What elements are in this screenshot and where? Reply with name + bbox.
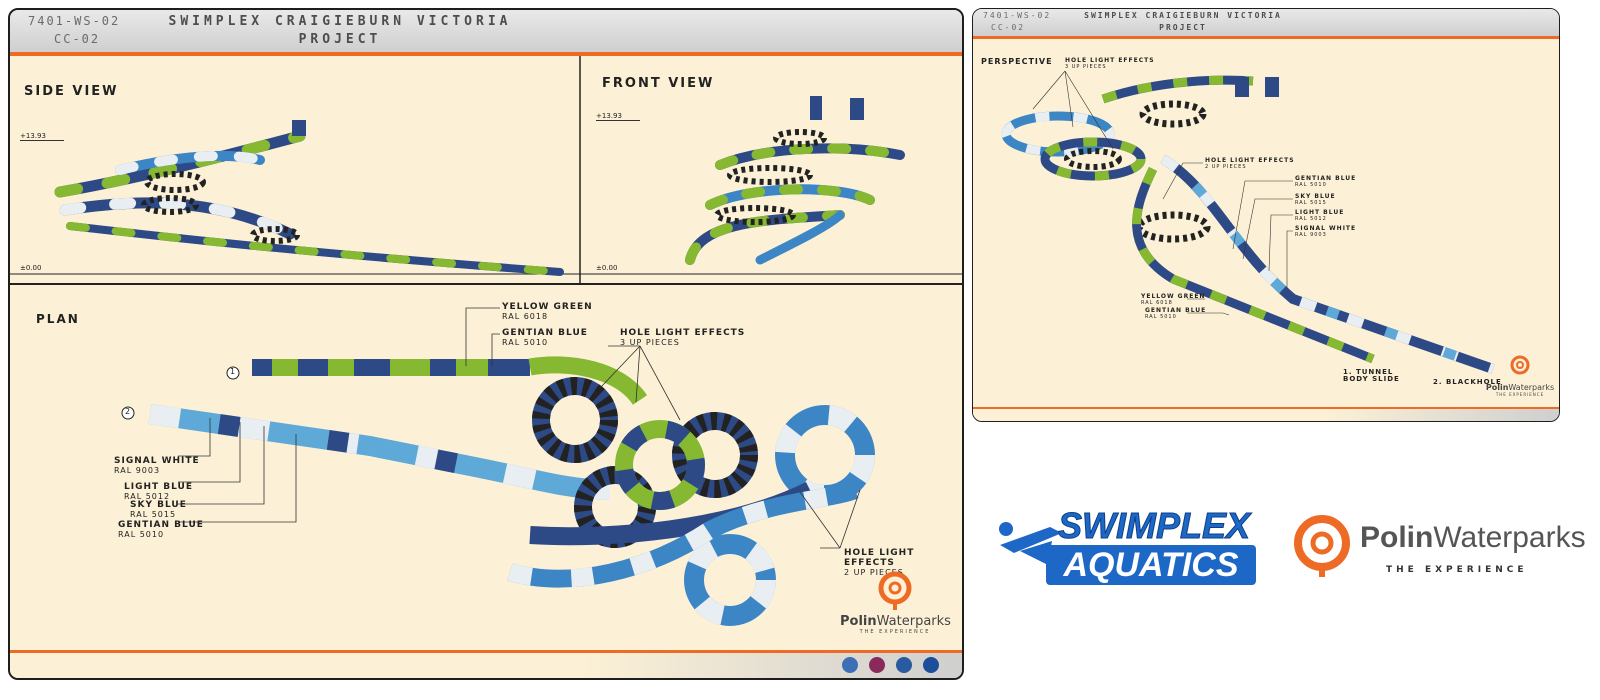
view-frame-lines bbox=[10, 56, 962, 285]
side-view-level-top: +13.93 bbox=[20, 132, 64, 141]
sheet-footer bbox=[10, 650, 962, 678]
badge-icon bbox=[896, 657, 913, 673]
polin-pin-icon bbox=[1510, 355, 1530, 375]
front-view-level-top: +13.93 bbox=[596, 112, 640, 121]
plan-label: PLAN bbox=[36, 312, 80, 326]
perspective-drawing-sheet: 7401-WS-02 CC-02 SWIMPLEX CRAIGIEBURN VI… bbox=[972, 8, 1560, 422]
side-view-label: SIDE VIEW bbox=[24, 84, 119, 99]
badge-icon bbox=[923, 657, 940, 673]
polin-logo-main: PolinWaterparks THE EXPERIENCE bbox=[840, 570, 951, 635]
sheet-header: 7401-WS-02 CC-02 SWIMPLEX CRAIGIEBURN VI… bbox=[10, 10, 962, 56]
perspective-drawing bbox=[1001, 70, 1495, 374]
certification-badges bbox=[842, 657, 942, 675]
perspective-footer bbox=[973, 407, 1559, 421]
main-drawing-sheet: 7401-WS-02 CC-02 SWIMPLEX CRAIGIEBURN VI… bbox=[8, 8, 964, 680]
side-view-drawing bbox=[54, 120, 564, 276]
drawing-code: 7401-WS-02 bbox=[28, 14, 121, 28]
polin-brand-light: Waterparks bbox=[876, 614, 951, 629]
slide-2-label: 2. BLACKHOLE bbox=[1433, 378, 1502, 386]
front-view-label: FRONT VIEW bbox=[602, 76, 715, 91]
polin-logo-perspective: PolinWaterparks THE EXPERIENCE bbox=[1485, 355, 1555, 397]
front-view-level-bottom: ±0.00 bbox=[596, 264, 618, 272]
polin-tagline: THE EXPERIENCE bbox=[1386, 565, 1528, 575]
front-view-drawing bbox=[685, 96, 905, 265]
polin-brand-light: Waterparks bbox=[1433, 521, 1586, 554]
polin-brand-bold: Polin bbox=[1485, 383, 1509, 392]
perspective-drawing-sub-code: CC-02 bbox=[991, 23, 1026, 32]
polin-brand-bold: Polin bbox=[1360, 521, 1434, 554]
swimplex-wordmark: SWIMPLEX bbox=[1057, 505, 1251, 546]
project-title: SWIMPLEX CRAIGIEBURN VICTORIA bbox=[168, 14, 512, 29]
side-view-level-bottom: ±0.00 bbox=[20, 264, 42, 272]
perspective-drawing-code: 7401-WS-02 bbox=[983, 11, 1052, 20]
badge-icon bbox=[869, 657, 886, 673]
marker-1-label: 1 bbox=[230, 367, 236, 376]
perspective-sheet-header: 7401-WS-02 CC-02 SWIMPLEX CRAIGIEBURN VI… bbox=[973, 9, 1559, 39]
polin-brand-bold: Polin bbox=[840, 614, 877, 629]
marker-2-label: 2 bbox=[125, 407, 131, 416]
polin-brand-light: Waterparks bbox=[1508, 383, 1555, 392]
aquatics-wordmark: AQUATICS bbox=[1046, 545, 1256, 585]
polin-pin-icon bbox=[1294, 515, 1350, 577]
swimmer-icon bbox=[999, 522, 1062, 565]
perspective-label: PERSPECTIVE bbox=[981, 57, 1053, 66]
plan-drawing bbox=[121, 307, 875, 626]
slide-1-label: 1. TUNNEL BODY SLIDE bbox=[1343, 368, 1400, 383]
project-title-line2: PROJECT bbox=[298, 32, 382, 47]
polin-pin-icon bbox=[878, 571, 912, 610]
badge-icon bbox=[842, 657, 858, 673]
polin-tagline: THE EXPERIENCE bbox=[859, 629, 931, 635]
polin-tagline: THE EXPERIENCE bbox=[1495, 392, 1545, 397]
drawing-sub-code: CC-02 bbox=[54, 32, 101, 46]
swimplex-aquatics-logo: SWIMPLEX AQUATICS bbox=[990, 505, 1280, 590]
perspective-project-title: SWIMPLEX CRAIGIEBURN VICTORIA bbox=[1084, 11, 1282, 20]
polin-waterparks-logo: PolinWaterparks THE EXPERIENCE bbox=[1292, 515, 1586, 585]
perspective-project-title-line2: PROJECT bbox=[1159, 23, 1207, 32]
